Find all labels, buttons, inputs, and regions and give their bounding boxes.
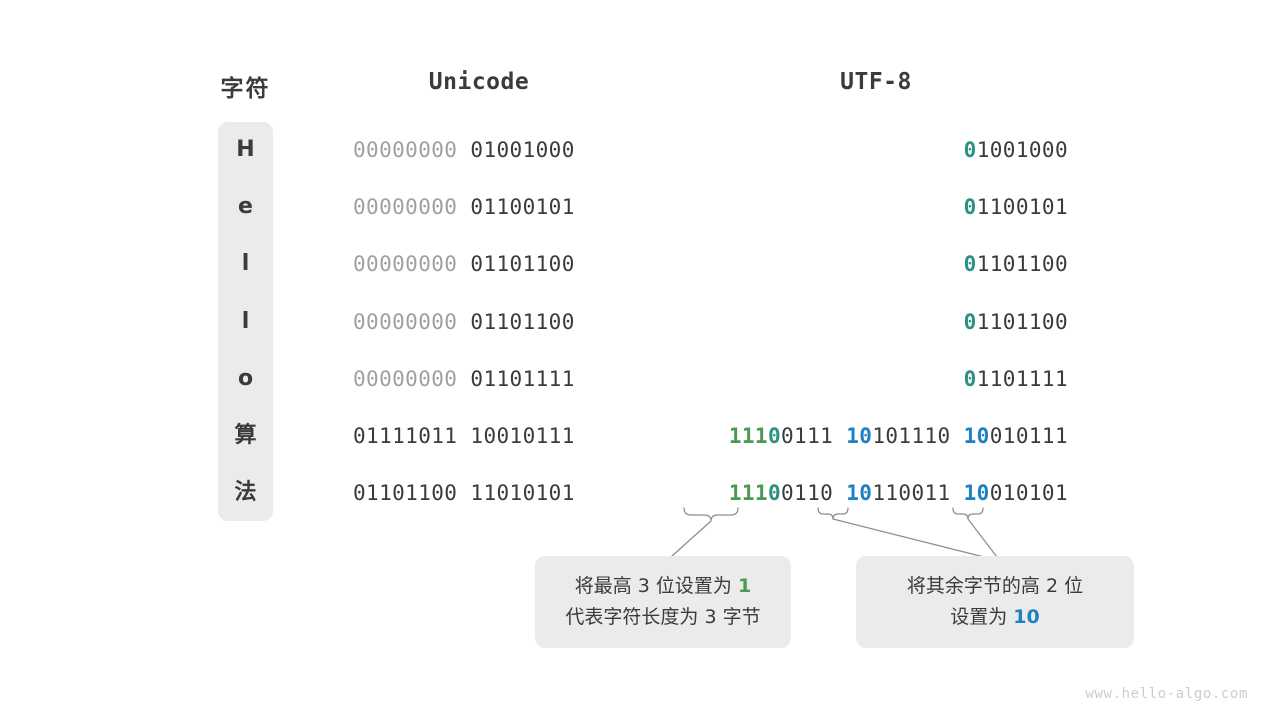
unicode-cell: 00000000 01101100 (353, 308, 613, 336)
utf8-byte: 01101111 (964, 367, 1068, 391)
character-cell: e (238, 194, 253, 220)
unicode-low-byte: 11010101 (470, 481, 575, 506)
utf8-byte-payload: 0111 (781, 424, 834, 448)
utf8-cell: 01101100 (600, 308, 1068, 336)
utf8-byte-payload: 1101111 (976, 366, 1068, 391)
callout-leading-byte: 将最高 3 位设置为 1 代表字符长度为 3 字节 (535, 556, 791, 648)
unicode-cell: 00000000 01101100 (353, 250, 613, 278)
unicode-low-byte: 10010111 (470, 424, 575, 448)
utf8-byte-marker: 111 (728, 424, 768, 448)
utf8-byte: 01001000 (964, 138, 1068, 162)
utf8-cell: 01001000 (600, 136, 1068, 164)
unicode-high-byte: 01101100 (353, 481, 458, 506)
unicode-low-byte: 01100101 (470, 195, 575, 220)
utf8-byte-marker: 10 (963, 481, 990, 506)
utf8-byte-payload: 010101 (989, 481, 1068, 506)
utf8-byte: 10010101 (964, 481, 1068, 505)
character-cell: 法 (234, 480, 257, 506)
utf8-byte: 11100111 (729, 424, 833, 448)
utf8-byte: 10010111 (964, 424, 1068, 448)
unicode-high-byte: 00000000 (353, 366, 458, 391)
unicode-cell: 00000000 01100101 (353, 193, 613, 221)
utf8-byte-marker: 0 (963, 138, 977, 162)
character-cell: o (237, 365, 254, 391)
utf8-byte-marker: 10 (846, 481, 873, 506)
leader-first-byte (671, 520, 712, 557)
utf8-byte-payload: 1101100 (976, 309, 1068, 334)
utf8-byte-payload: 0110 (781, 481, 834, 506)
callout-2-line-2: 设置为 10 (950, 602, 1040, 633)
watermark: www.hello-algo.com (1085, 686, 1248, 702)
unicode-high-byte: 00000000 (353, 138, 458, 162)
brace-third-byte (952, 507, 984, 520)
utf8-cell: 11100110 10110011 10010101 (600, 479, 1068, 507)
unicode-high-byte: 01111011 (353, 424, 458, 448)
callout-1-line-2: 代表字符长度为 3 字节 (565, 606, 761, 628)
unicode-high-byte: 00000000 (353, 195, 458, 220)
utf8-byte-payload: 110011 (872, 481, 951, 506)
utf8-byte-marker: 10 (846, 424, 873, 448)
callout-2-line-1: 将其余字节的高 2 位 (906, 575, 1084, 597)
utf8-byte-marker-terminator: 0 (767, 424, 781, 448)
header-character: 字符 (220, 76, 271, 102)
callout-1-emphasis: 1 (737, 575, 752, 597)
header-utf8: UTF-8 (840, 69, 912, 95)
utf8-byte-payload: 1001000 (976, 138, 1068, 162)
brace-first-byte (683, 507, 739, 522)
unicode-cell: 00000000 01101111 (353, 365, 613, 393)
character-cell: 算 (234, 423, 257, 448)
utf8-byte-marker: 0 (963, 309, 977, 334)
unicode-cell: 00000000 01001000 (353, 136, 613, 164)
utf8-cell: 01100101 (600, 193, 1068, 221)
header-unicode: Unicode (428, 69, 530, 95)
utf8-byte-marker: 10 (963, 424, 990, 448)
character-column-panel (218, 122, 273, 522)
unicode-low-byte: 01001000 (470, 138, 575, 162)
character-cell: l (241, 251, 250, 277)
unicode-low-byte: 01101111 (470, 366, 575, 391)
utf8-byte-marker: 0 (963, 252, 977, 277)
unicode-high-byte: 00000000 (353, 309, 458, 334)
callout-2-emphasis: 10 (1013, 606, 1040, 628)
leader-third-byte (967, 518, 1001, 562)
utf8-byte-payload: 010111 (989, 424, 1068, 448)
unicode-low-byte: 01101100 (470, 252, 575, 277)
callout-2-line-2-text: 设置为 (950, 606, 1014, 628)
callout-continuation-byte: 将其余字节的高 2 位 设置为 10 (856, 556, 1134, 648)
utf8-cell: 01101111 (600, 365, 1068, 393)
unicode-cell: 01101100 11010101 (353, 479, 613, 507)
brace-second-byte (817, 507, 849, 520)
utf8-cell: 11100111 10101110 10010111 (600, 422, 1068, 450)
unicode-low-byte: 01101100 (470, 309, 575, 334)
utf8-byte-marker: 111 (728, 481, 768, 506)
callout-1-line-1-text: 将最高 3 位设置为 (574, 575, 738, 597)
utf8-byte-payload: 101110 (872, 424, 951, 448)
utf8-byte-payload: 1101100 (976, 252, 1068, 277)
utf8-byte: 01101100 (964, 310, 1068, 334)
character-cell: l (241, 308, 250, 334)
character-cell: H (236, 137, 255, 162)
callout-1-line-1: 将最高 3 位设置为 1 (575, 571, 751, 602)
utf8-byte-marker: 0 (963, 195, 977, 220)
utf8-byte: 11100110 (729, 481, 833, 505)
utf8-byte: 01100101 (964, 195, 1068, 219)
unicode-cell: 01111011 10010111 (353, 422, 613, 450)
unicode-high-byte: 00000000 (353, 252, 458, 277)
utf8-cell: 01101100 (600, 250, 1068, 278)
utf8-byte-marker-terminator: 0 (767, 481, 781, 506)
utf8-byte: 01101100 (964, 252, 1068, 276)
leader-second-byte (832, 518, 1001, 562)
utf8-byte: 10110011 (846, 481, 950, 505)
utf8-byte-marker: 0 (963, 366, 977, 391)
utf8-byte-payload: 1100101 (976, 195, 1068, 220)
utf8-byte: 10101110 (846, 424, 950, 448)
